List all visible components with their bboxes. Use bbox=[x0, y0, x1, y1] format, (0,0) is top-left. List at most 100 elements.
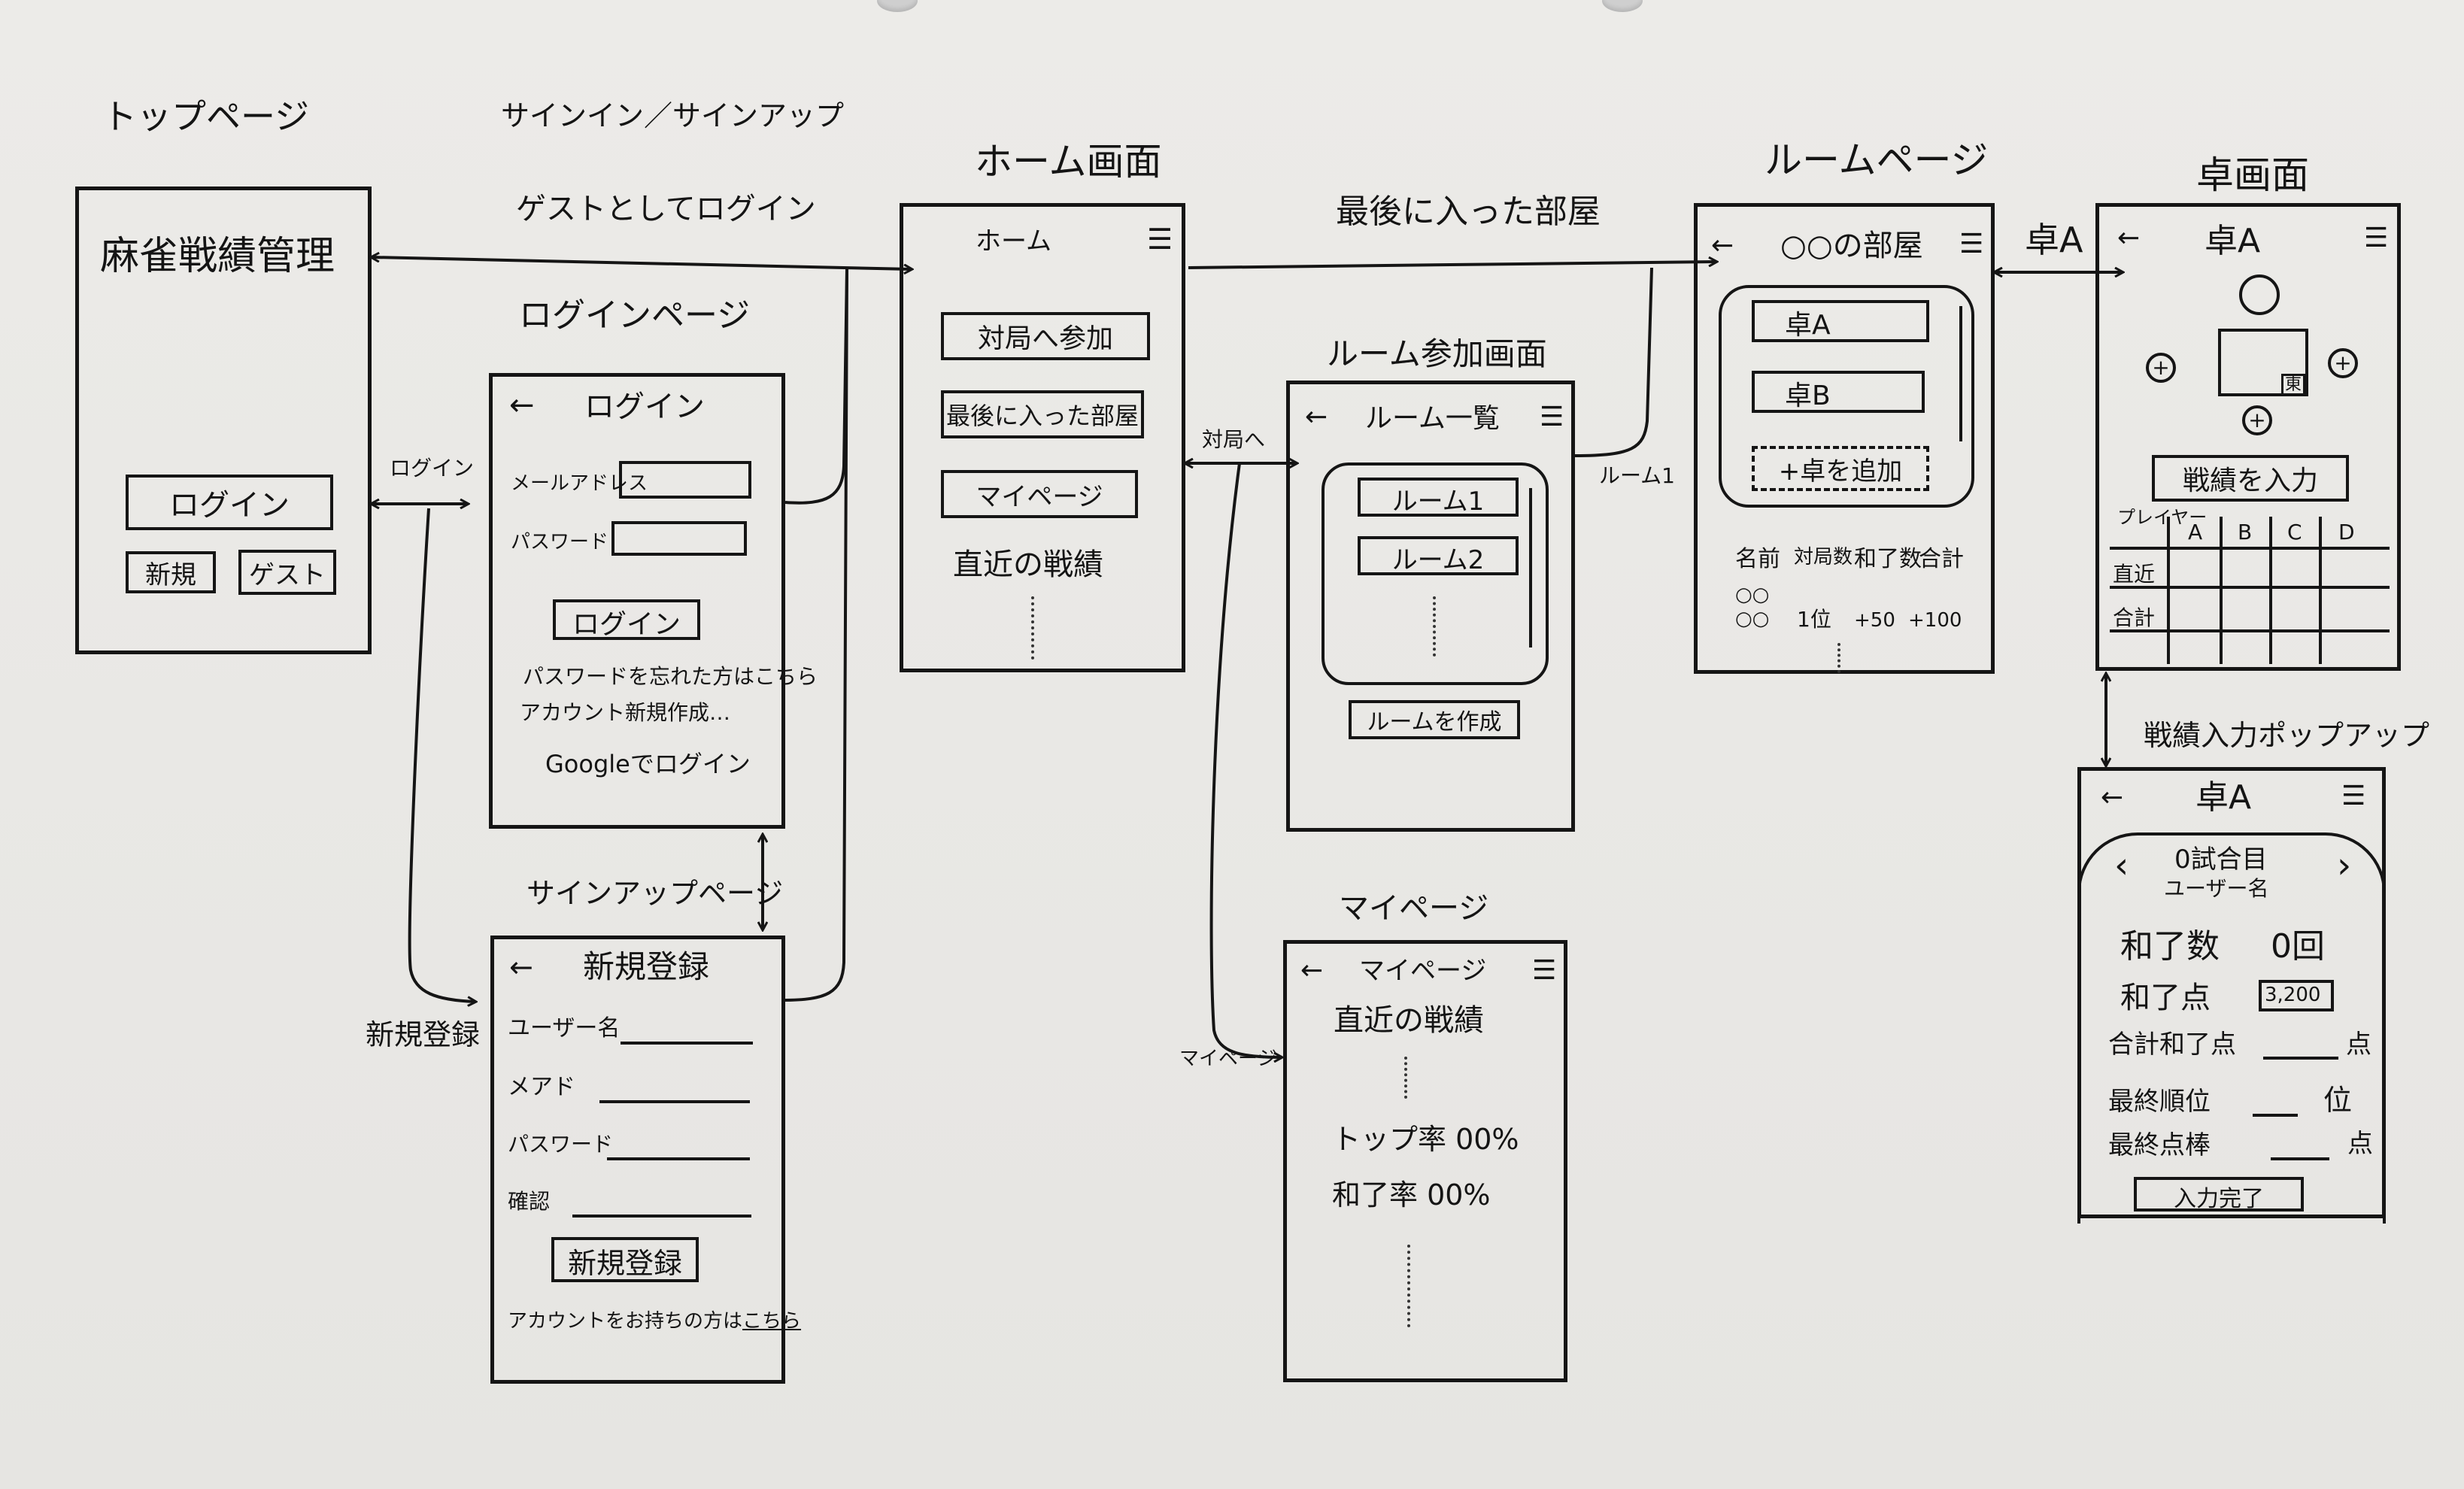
grid-column-header: D bbox=[2338, 520, 2355, 544]
back-arrow-icon[interactable]: ← bbox=[509, 951, 533, 984]
room-page-screen: ← ○○の部屋 ☰ 卓A 卓B +卓を追加 名前 対局数 和了数 合計 ○○ ○… bbox=[1694, 203, 1995, 674]
table-list-item[interactable]: 卓A bbox=[1752, 300, 1929, 342]
add-table-button[interactable]: +卓を追加 bbox=[1752, 446, 1929, 491]
arrow-top-to-signup bbox=[408, 508, 475, 1002]
back-arrow-icon[interactable]: ← bbox=[509, 388, 535, 423]
menu-icon[interactable]: ☰ bbox=[1959, 229, 1984, 259]
back-arrow-icon[interactable]: ← bbox=[1300, 955, 1324, 986]
signup-password-field[interactable] bbox=[607, 1135, 750, 1160]
input-complete-button[interactable]: 入力完了 bbox=[2134, 1177, 2304, 1212]
top-guest-button[interactable]: ゲスト bbox=[238, 550, 336, 595]
user-avatar-icon[interactable] bbox=[2239, 274, 2280, 315]
have-account-label: アカウントをお持ちの方は bbox=[508, 1310, 743, 1333]
last-room-button[interactable]: 最後に入った部屋 bbox=[941, 390, 1144, 438]
top-rate-text: トップ率 00% bbox=[1332, 1123, 1519, 1156]
arrow-last-room bbox=[1188, 262, 1716, 269]
stats-column-header: 名前 bbox=[1735, 546, 1780, 572]
final-score-label: 最終点棒 bbox=[2108, 1130, 2211, 1160]
line-signup-to-home bbox=[781, 268, 848, 1002]
recent-results-label: 直近の戦績 bbox=[953, 547, 1103, 582]
mahjong-table bbox=[2218, 329, 2308, 396]
mypage-screen: ← マイページ ☰ 直近の戦績 トップ率 00% 和了率 00% bbox=[1283, 940, 1567, 1382]
total-win-label: 合計和了点 bbox=[2108, 1030, 2236, 1060]
room-list-panel bbox=[1322, 462, 1549, 685]
username-field[interactable] bbox=[621, 1019, 753, 1045]
menu-icon[interactable]: ☰ bbox=[1540, 402, 1564, 432]
password-label: パスワード bbox=[511, 531, 609, 553]
signup-email-label: メアド bbox=[508, 1074, 575, 1100]
top-page-screen: 麻雀戦績管理 ログイン 新規 ゲスト bbox=[75, 187, 372, 654]
win-points-field[interactable] bbox=[2259, 980, 2334, 1011]
total-win-field[interactable] bbox=[2263, 1036, 2338, 1060]
add-player-left-icon[interactable]: + bbox=[2146, 353, 2176, 383]
more-dots bbox=[1031, 596, 1034, 660]
room-list-header: ルーム一覧 bbox=[1365, 403, 1500, 434]
mypage-header: マイページ bbox=[1359, 956, 1487, 986]
signup-email-field[interactable] bbox=[599, 1078, 750, 1103]
back-arrow-icon[interactable]: ← bbox=[1711, 230, 1734, 261]
table-list-panel bbox=[1719, 285, 1974, 508]
grid-row-label: 直近 bbox=[2113, 562, 2156, 587]
signup-page-screen: ← 新規登録 ユーザー名 メアド パスワード 確認 新規登録 アカウントをお持ち… bbox=[490, 936, 801, 1384]
login-submit-button[interactable]: ログイン bbox=[553, 599, 700, 640]
grid-line bbox=[2220, 517, 2223, 664]
grid-line bbox=[2269, 517, 2272, 664]
google-login-link[interactable]: Googleでログイン bbox=[545, 750, 751, 778]
menu-icon[interactable]: ☰ bbox=[2341, 781, 2366, 811]
create-account-link[interactable]: アカウント新規作成… bbox=[520, 700, 731, 725]
email-field[interactable] bbox=[619, 461, 751, 499]
total-win-unit: 点 bbox=[2346, 1030, 2371, 1060]
stats-column-header: 和了数 bbox=[1854, 546, 1922, 572]
win-rate-text: 和了率 00% bbox=[1332, 1178, 1491, 1212]
arrow-label-guest-login: ゲストとしてログイン bbox=[516, 192, 816, 226]
room-list-item[interactable]: ルーム1 bbox=[1358, 478, 1519, 517]
confirm-field[interactable] bbox=[572, 1192, 751, 1218]
arrow-label-join-game: 対局へ bbox=[1202, 427, 1266, 452]
grid-line bbox=[2110, 629, 2390, 632]
scrollbar[interactable] bbox=[1529, 488, 1532, 647]
table-header: 卓A bbox=[2205, 222, 2261, 260]
label-home-screen: ホーム画面 bbox=[975, 140, 1162, 183]
enter-score-button[interactable]: 戦績を入力 bbox=[2152, 455, 2349, 502]
back-arrow-icon[interactable]: ← bbox=[2117, 223, 2141, 253]
scrollbar[interactable] bbox=[1959, 306, 1962, 441]
table-screen: ← 卓A ☰ 東 + + + 戦績を入力 プレイヤー A B C D 直近 合計 bbox=[2095, 203, 2401, 671]
final-rank-field[interactable] bbox=[2253, 1093, 2298, 1117]
menu-icon[interactable]: ☰ bbox=[1532, 955, 1557, 986]
mypage-button[interactable]: マイページ bbox=[941, 470, 1138, 518]
more-dots bbox=[1407, 1245, 1410, 1327]
final-rank-unit: 位 bbox=[2323, 1084, 2353, 1117]
table-list-item[interactable]: 卓B bbox=[1752, 371, 1925, 413]
have-account-link[interactable]: こちら bbox=[742, 1310, 802, 1333]
forgot-password-link[interactable]: パスワードを忘れた方はこちら bbox=[523, 664, 818, 689]
menu-icon[interactable]: ☰ bbox=[2364, 223, 2389, 253]
back-arrow-icon[interactable]: ← bbox=[2101, 782, 2124, 813]
top-login-button[interactable]: ログイン bbox=[126, 475, 333, 530]
grid-line bbox=[2110, 586, 2390, 589]
more-dots bbox=[1837, 643, 1840, 673]
game-number-label: 0試合目 bbox=[2174, 845, 2268, 875]
add-player-right-icon[interactable]: + bbox=[2328, 348, 2358, 378]
create-room-button[interactable]: ルームを作成 bbox=[1349, 700, 1520, 739]
stats-cell: 1位 bbox=[1797, 607, 1831, 632]
password-field[interactable] bbox=[611, 521, 747, 556]
register-button[interactable]: 新規登録 bbox=[551, 1237, 699, 1282]
back-arrow-icon[interactable]: ← bbox=[1305, 402, 1328, 432]
final-score-field[interactable] bbox=[2271, 1136, 2329, 1160]
arrow-home-to-mypage bbox=[1209, 462, 1282, 1057]
grid-column-header: C bbox=[2287, 520, 2302, 544]
grid-column-header: A bbox=[2188, 520, 2203, 544]
score-popup-screen: ← 卓A ☰ ‹ 0試合目 › ユーザー名 和了数 0回 和了点 3,200 合… bbox=[2077, 767, 2386, 1224]
add-player-bottom-icon[interactable]: + bbox=[2242, 405, 2272, 435]
menu-icon[interactable]: ☰ bbox=[1147, 223, 1173, 256]
next-game-icon[interactable]: › bbox=[2337, 845, 2352, 887]
label-top-page: トップページ bbox=[102, 96, 310, 137]
prev-game-icon[interactable]: ‹ bbox=[2114, 845, 2129, 887]
top-new-button[interactable]: 新規 bbox=[126, 551, 216, 593]
arrow-guest-login bbox=[372, 257, 912, 269]
win-count-value[interactable]: 0回 bbox=[2271, 927, 2325, 966]
home-screen: ホーム ☰ 対局へ参加 最後に入った部屋 マイページ 直近の戦績 bbox=[900, 203, 1185, 672]
room-list-item[interactable]: ルーム2 bbox=[1358, 536, 1519, 575]
join-game-button[interactable]: 対局へ参加 bbox=[941, 312, 1150, 360]
